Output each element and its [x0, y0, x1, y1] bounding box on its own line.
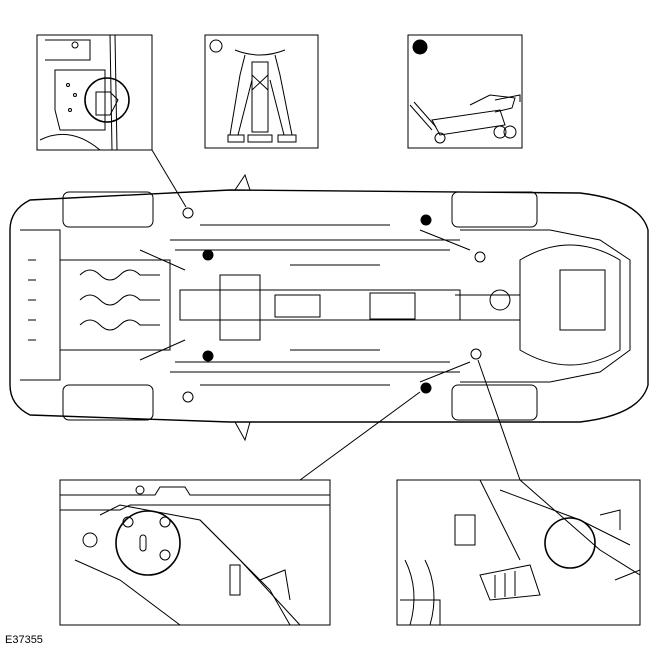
vehicle-underbody	[9, 173, 649, 442]
trolley-jack-legend-box	[407, 34, 523, 149]
axle-stand-point-front-left	[182, 207, 194, 219]
jack-point-rear-right	[420, 382, 432, 394]
axle-stand-point-rear-left	[474, 251, 486, 263]
jack-point-front-left	[202, 249, 214, 261]
axle-stand-legend-box	[204, 34, 319, 149]
detail-box-rear-left-jack-point	[59, 479, 331, 626]
axle-stand-point-rear-right	[470, 348, 482, 360]
figure-reference-code: E37355	[5, 634, 43, 646]
detail-box-rear-right-axle-stand-point	[396, 479, 641, 626]
axle-stand-icon	[227, 49, 297, 143]
jack-point-front-right	[202, 350, 214, 362]
open-circle-symbol	[209, 39, 223, 53]
lift-point-markers	[182, 207, 486, 403]
jack-point-rear-left	[420, 214, 432, 226]
detail-box-front-left-lift-point	[36, 34, 153, 151]
filled-circle-symbol	[412, 39, 428, 55]
trolley-jack-icon	[409, 94, 521, 144]
leader-lines	[151, 149, 521, 481]
axle-stand-point-front-right	[182, 391, 194, 403]
